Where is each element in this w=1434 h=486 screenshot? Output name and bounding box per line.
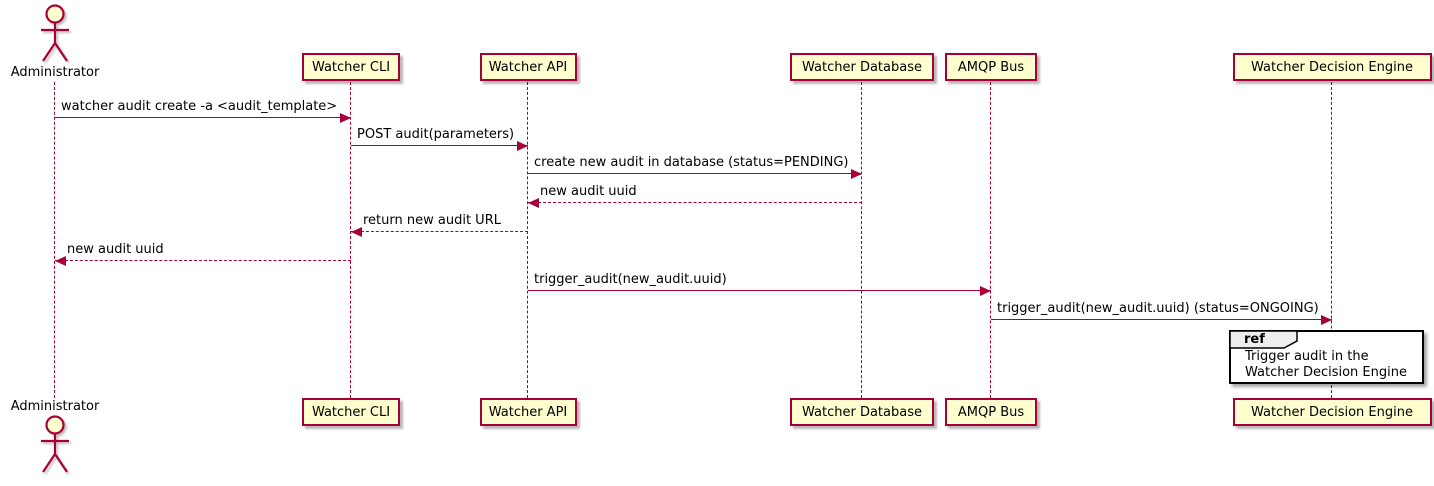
message-line [351, 231, 528, 232]
lifeline [350, 82, 351, 398]
arrowhead-right-icon [851, 169, 862, 179]
lifeline [527, 82, 528, 398]
participant-box: AMQP Bus [945, 398, 1037, 426]
participant-box: Watcher API [479, 53, 577, 81]
ref-tag-icon [1230, 331, 1298, 349]
participant-box: Watcher Database [790, 398, 934, 426]
arrowhead-left-icon [351, 227, 362, 237]
ref-fragment: ref Trigger audit in the Watcher Decisio… [1229, 330, 1424, 384]
arrowhead-left-icon [528, 198, 539, 208]
message-label: trigger_audit(new_audit.uuid) (status=ON… [997, 301, 1319, 316]
message-line [528, 202, 862, 203]
actor-figure-icon [35, 415, 75, 479]
actor-label: Administrator [10, 65, 100, 80]
message-label: create new audit in database (status=PEN… [534, 155, 849, 170]
message-label: new audit uuid [67, 242, 164, 257]
message-label: return new audit URL [363, 213, 501, 228]
ref-tag-label: ref [1244, 332, 1265, 347]
ref-text-line: Watcher Decision Engine [1245, 365, 1407, 380]
message-label: new audit uuid [540, 184, 637, 199]
arrowhead-right-icon [517, 141, 528, 151]
participant-box: Watcher Database [790, 53, 934, 81]
message-line [528, 290, 991, 291]
participant-box: Watcher CLI [302, 53, 400, 81]
arrowhead-left-icon [55, 256, 66, 266]
message-label: trigger_audit(new_audit.uuid) [534, 272, 727, 287]
participant-box: Watcher CLI [302, 398, 400, 426]
participant-box: Watcher Decision Engine [1232, 53, 1432, 81]
lifeline [990, 82, 991, 398]
participant-box: Watcher Decision Engine [1232, 398, 1432, 426]
message-line [55, 260, 351, 261]
lifeline [861, 82, 862, 398]
participant-box: Watcher API [479, 398, 577, 426]
actor-figure-icon [35, 4, 75, 68]
message-line [351, 145, 528, 146]
lifeline [1331, 82, 1332, 398]
message-label: watcher audit create -a <audit_template> [61, 99, 338, 114]
message-line [991, 319, 1332, 320]
arrowhead-right-icon [1321, 315, 1332, 325]
message-line [55, 117, 351, 118]
message-line [528, 173, 862, 174]
participant-box: AMQP Bus [945, 53, 1037, 81]
ref-text-line: Trigger audit in the [1245, 349, 1369, 364]
message-label: POST audit(parameters) [357, 127, 515, 142]
lifeline [54, 82, 55, 398]
actor-label: Administrator [10, 399, 100, 414]
arrowhead-right-icon [980, 286, 991, 296]
arrowhead-right-icon [340, 113, 351, 123]
